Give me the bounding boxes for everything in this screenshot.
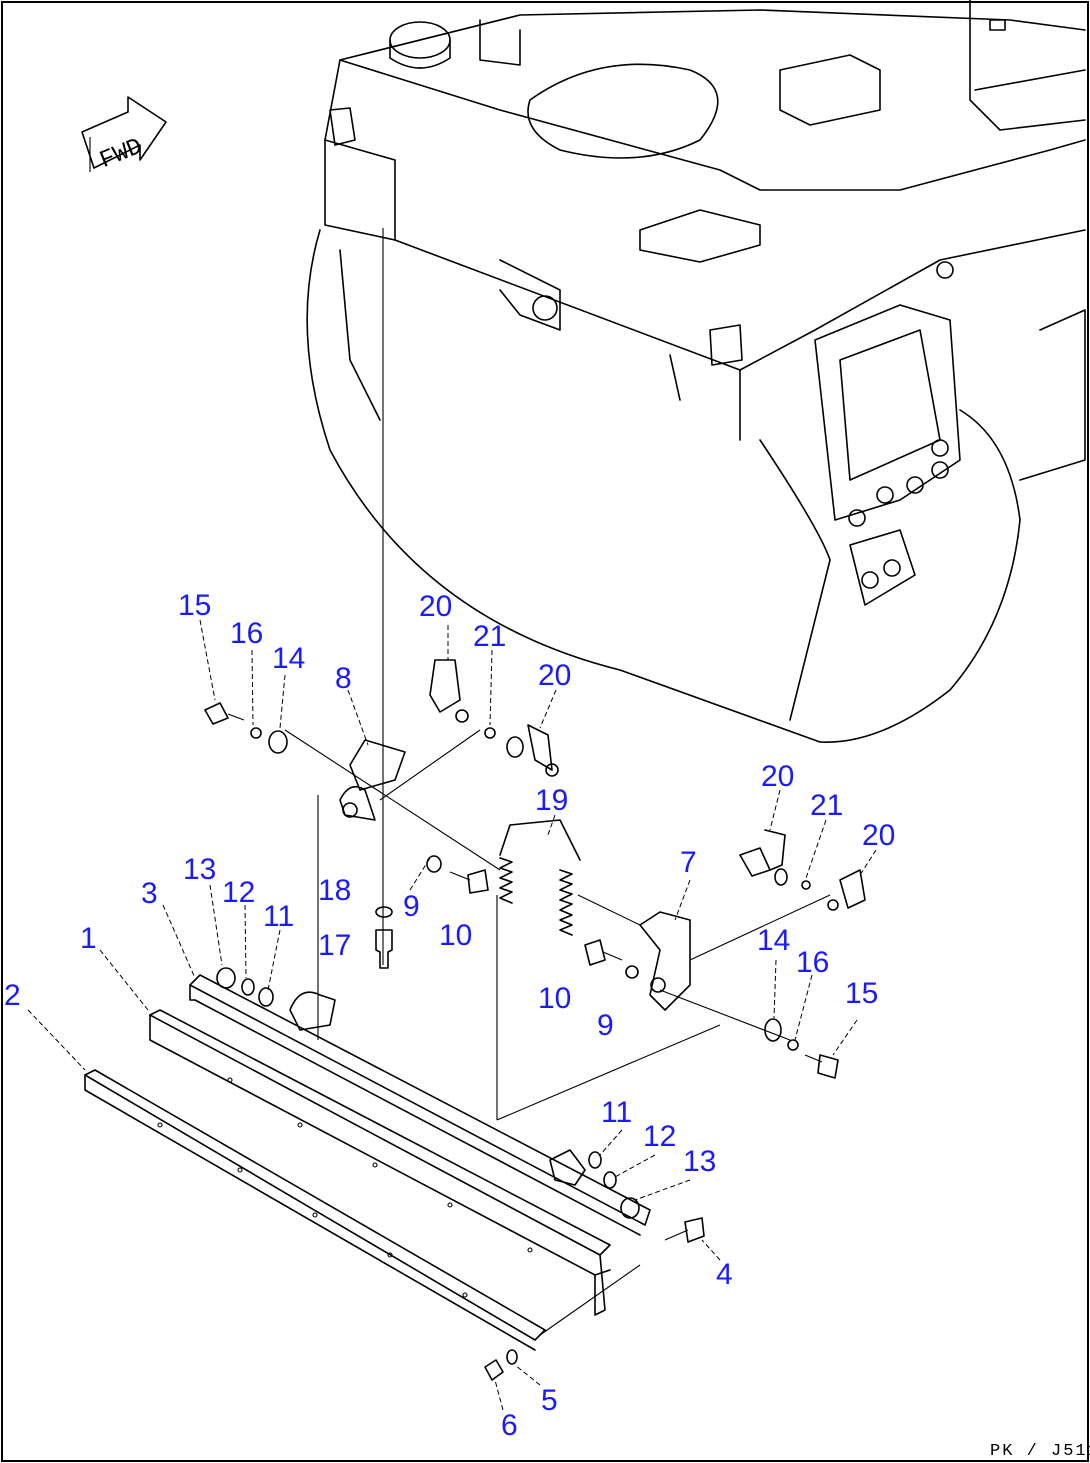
nut-13-left xyxy=(216,967,236,989)
callout-14-upper: 14 xyxy=(272,642,305,675)
bolt-10-lower xyxy=(584,939,623,966)
washer-12-left xyxy=(241,978,255,996)
washer-16-upper xyxy=(250,727,262,739)
callout-11-left: 11 xyxy=(263,900,294,933)
callout-10-lower: 10 xyxy=(538,982,571,1015)
clip-20-upper-left xyxy=(429,659,469,723)
fwd-arrow-icon: FWD xyxy=(81,96,167,175)
bracket-7 xyxy=(639,911,691,1011)
callout-3: 3 xyxy=(141,877,158,910)
callout-6: 6 xyxy=(501,1409,518,1442)
callout-2: 2 xyxy=(4,979,21,1012)
nut-6 xyxy=(484,1359,504,1381)
washer-16-lower xyxy=(787,1039,799,1051)
washer-11-right xyxy=(588,1151,602,1169)
callout-20-right-left: 20 xyxy=(761,760,794,793)
spring-19 xyxy=(499,819,581,936)
callout-11-right: 11 xyxy=(601,1096,632,1129)
pin-21-upper xyxy=(484,727,496,739)
axis-line-upper-right xyxy=(379,729,481,801)
nut-13-right xyxy=(620,1197,640,1219)
bolt-10-upper xyxy=(449,869,489,894)
callout-18: 18 xyxy=(318,874,351,907)
spacer-14-lower xyxy=(764,1018,782,1042)
callout-8: 8 xyxy=(335,662,352,695)
washer-right xyxy=(774,868,788,886)
callout-7: 7 xyxy=(680,846,697,879)
callout-12-right: 12 xyxy=(643,1120,676,1153)
bolt-4 xyxy=(664,1217,705,1243)
washer-11-left xyxy=(258,987,274,1007)
bracket-8 xyxy=(339,739,406,821)
callout-9-lower: 9 xyxy=(597,1009,614,1042)
axis-line-right xyxy=(689,894,831,961)
leader-lines xyxy=(27,619,877,1411)
washer-18 xyxy=(375,906,393,918)
clip-20-right-left xyxy=(739,829,786,877)
callout-15-upper: 15 xyxy=(178,589,211,622)
bolt-15-upper xyxy=(204,702,245,725)
drawing-code: PK / J511 xyxy=(990,1442,1090,1461)
callout-16-upper: 16 xyxy=(230,617,263,650)
bolt-17 xyxy=(375,929,393,969)
clamp-left xyxy=(289,991,336,1031)
bolt-15-lower xyxy=(804,1054,839,1079)
plate-bottom xyxy=(496,1024,721,1121)
callout-15-lower: 15 xyxy=(845,977,878,1010)
axis-line-upper-left xyxy=(284,729,501,871)
clamp-right xyxy=(549,1149,586,1186)
washer-12-right xyxy=(603,1171,617,1189)
callout-21-right: 21 xyxy=(810,789,843,822)
plate-3 xyxy=(189,974,651,1236)
callout-20-upper-left: 20 xyxy=(419,590,452,623)
callout-20-upper-right: 20 xyxy=(538,659,571,692)
callout-16-lower: 16 xyxy=(796,946,829,979)
clip-20-upper-right xyxy=(506,724,559,777)
fwd-label: FWD xyxy=(96,134,146,175)
callout-13-right: 13 xyxy=(683,1145,716,1178)
callout-12-left: 12 xyxy=(222,876,255,909)
washer-5 xyxy=(506,1349,518,1365)
axis-line-right-lower xyxy=(659,989,791,1041)
rail-2 xyxy=(84,1069,546,1351)
callout-9-upper: 9 xyxy=(403,890,420,923)
pin-9-lower xyxy=(625,965,639,979)
pin-9-upper xyxy=(426,855,442,873)
callout-5: 5 xyxy=(541,1384,558,1417)
callout-20-right-right: 20 xyxy=(862,819,895,852)
pin-21-right xyxy=(801,880,811,890)
callout-19: 19 xyxy=(535,784,568,817)
clip-20-right-right xyxy=(827,869,866,911)
callout-10-upper: 10 xyxy=(439,919,472,952)
callout-13-left: 13 xyxy=(183,853,216,886)
callout-4: 4 xyxy=(716,1258,733,1291)
channel-1 xyxy=(149,1009,611,1316)
spring-connector xyxy=(577,894,641,926)
callout-14-lower: 14 xyxy=(757,924,790,957)
spacer-14-upper xyxy=(268,730,288,754)
callout-17: 17 xyxy=(318,929,351,962)
callout-21-upper: 21 xyxy=(473,620,506,653)
machine-body xyxy=(306,0,1086,743)
rail-link-line xyxy=(539,1264,641,1336)
callout-1: 1 xyxy=(80,922,97,955)
